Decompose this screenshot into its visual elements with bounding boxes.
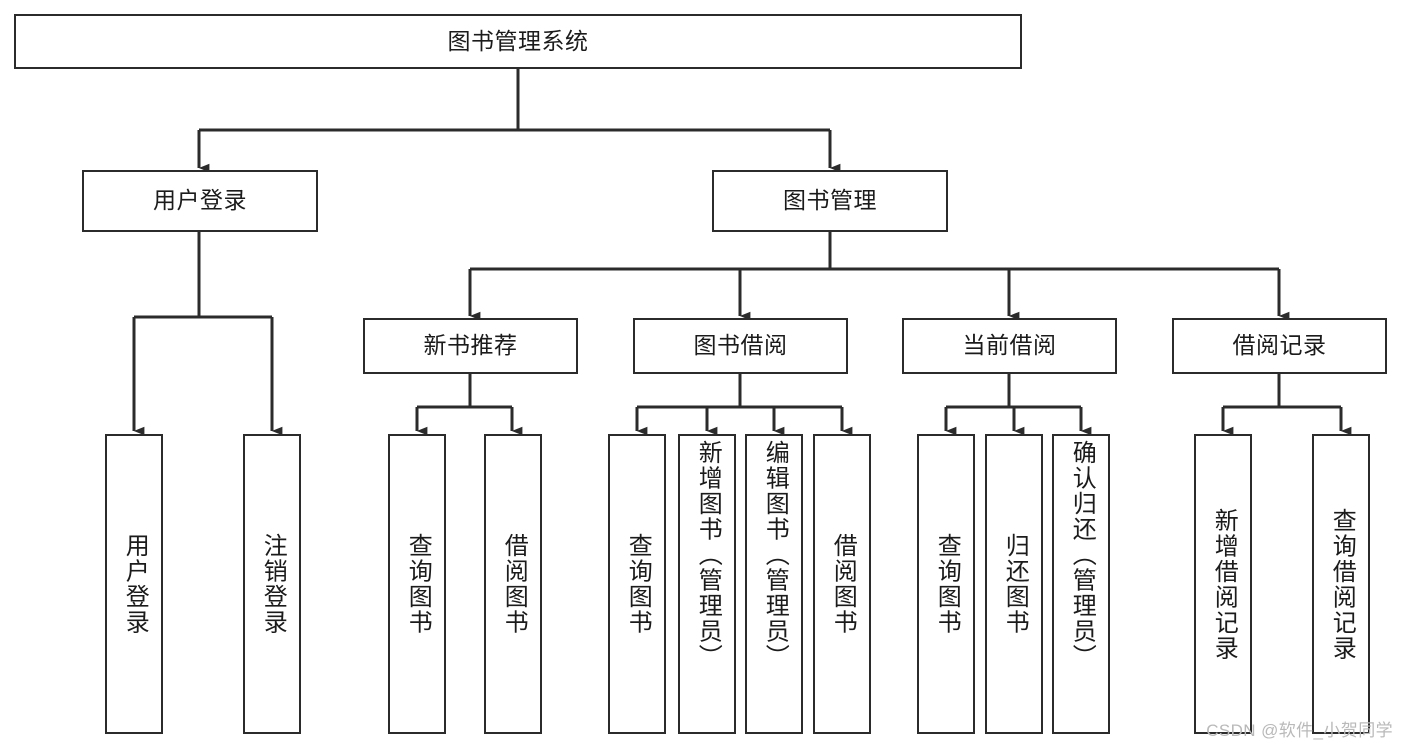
node-leaf-query-book-label: 查询图书 <box>624 533 652 635</box>
node-book-borrow[interactable]: 图书借阅 <box>633 318 848 374</box>
node-leaf-query-book-recommend[interactable]: 查询图书 <box>388 434 446 734</box>
node-leaf-query-borrow-record-label: 查询借阅记录 <box>1328 507 1356 661</box>
node-new-book-recommend[interactable]: 新书推荐 <box>363 318 578 374</box>
node-book-manage[interactable]: 图书管理 <box>712 170 948 232</box>
node-new-book-recommend-label: 新书推荐 <box>423 332 518 359</box>
node-leaf-borrow-book-recommend-label: 借阅图书 <box>500 533 528 635</box>
node-leaf-borrow-book[interactable]: 借阅图书 <box>813 434 871 734</box>
watermark-text: CSDN @软件_小贺同学 <box>1206 721 1393 740</box>
node-borrow-record[interactable]: 借阅记录 <box>1172 318 1387 374</box>
node-leaf-query-book-recommend-label: 查询图书 <box>404 533 432 635</box>
node-leaf-add-borrow-record-label: 新增借阅记录 <box>1210 507 1238 661</box>
node-current-borrow-label: 当前借阅 <box>962 332 1057 359</box>
node-leaf-add-book[interactable]: 新增图书（管理员） <box>678 434 736 734</box>
node-leaf-user-logout[interactable]: 注销登录 <box>243 434 301 734</box>
node-leaf-borrow-book-label: 借阅图书 <box>829 533 857 635</box>
node-book-manage-label: 图书管理 <box>783 187 877 214</box>
node-leaf-return-book[interactable]: 归还图书 <box>985 434 1043 734</box>
node-leaf-user-logout-label: 注销登录 <box>259 533 287 635</box>
node-leaf-query-borrow-record[interactable]: 查询借阅记录 <box>1312 434 1370 734</box>
node-root-system[interactable]: 图书管理系统 <box>14 14 1022 69</box>
node-user-login-label: 用户登录 <box>153 187 247 214</box>
node-book-borrow-label: 图书借阅 <box>693 332 788 359</box>
node-leaf-user-login-label: 用户登录 <box>121 533 149 635</box>
node-leaf-confirm-return-label: 确认归还（管理员） <box>1068 440 1096 670</box>
node-leaf-return-book-label: 归还图书 <box>1001 533 1029 635</box>
node-user-login[interactable]: 用户登录 <box>82 170 318 232</box>
node-leaf-edit-book[interactable]: 编辑图书（管理员） <box>745 434 803 734</box>
node-leaf-query-book[interactable]: 查询图书 <box>608 434 666 734</box>
node-leaf-add-book-label: 新增图书（管理员） <box>694 440 722 670</box>
node-leaf-confirm-return[interactable]: 确认归还（管理员） <box>1052 434 1110 734</box>
node-leaf-edit-book-label: 编辑图书（管理员） <box>761 440 789 670</box>
node-root-system-label: 图书管理系统 <box>447 27 589 54</box>
node-leaf-user-login[interactable]: 用户登录 <box>105 434 163 734</box>
node-current-borrow[interactable]: 当前借阅 <box>902 318 1117 374</box>
node-leaf-query-book-current[interactable]: 查询图书 <box>917 434 975 734</box>
node-leaf-borrow-book-recommend[interactable]: 借阅图书 <box>484 434 542 734</box>
node-leaf-add-borrow-record[interactable]: 新增借阅记录 <box>1194 434 1252 734</box>
node-borrow-record-label: 借阅记录 <box>1232 332 1327 359</box>
node-leaf-query-book-current-label: 查询图书 <box>933 533 961 635</box>
